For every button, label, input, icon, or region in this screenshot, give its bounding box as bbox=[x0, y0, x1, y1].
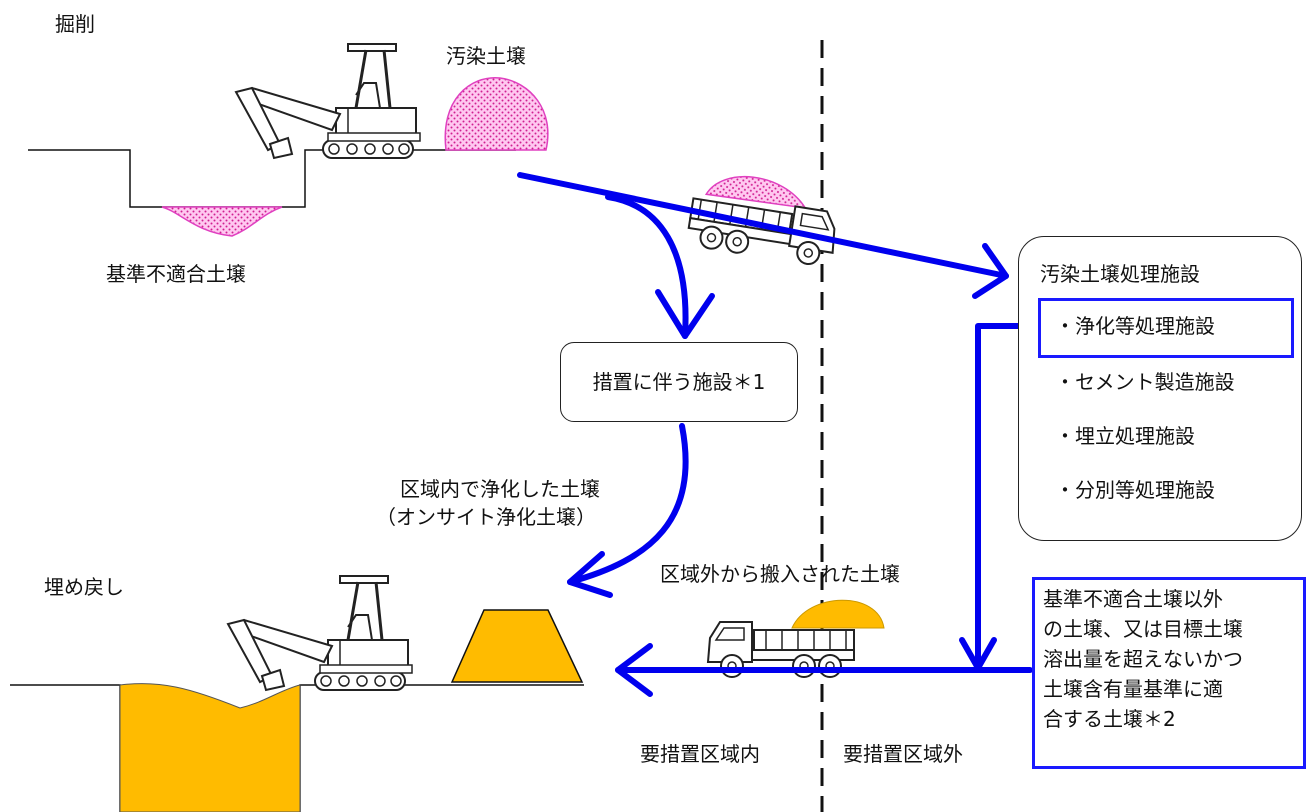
nonconforming-soil-shape bbox=[161, 206, 283, 237]
treatment-facilities-title: 汚染土壌処理施設 bbox=[1040, 262, 1200, 286]
arrow-head-onsite bbox=[567, 551, 613, 598]
dump-truck-icon-incoming bbox=[707, 599, 885, 678]
backfilled-soil-shape bbox=[119, 683, 301, 812]
excavator-icon-backfill bbox=[226, 574, 414, 692]
facility-item-purification: ・浄化等処理施設 bbox=[1055, 314, 1215, 338]
outside-zone-label: 要措置区域外 bbox=[843, 742, 963, 766]
measure-facility-box: 措置に伴う施設＊1 bbox=[560, 342, 798, 422]
note-line: 合する土壌＊2 bbox=[1043, 707, 1176, 731]
inside-zone-label: 要措置区域内 bbox=[640, 742, 760, 766]
note-line: 溶出量を超えないかつ bbox=[1043, 647, 1243, 671]
note-line: 土壌含有量基準に適 bbox=[1043, 677, 1223, 701]
arrow-onsite-purified bbox=[567, 423, 689, 585]
onsite-purified-label-1: 区域内で浄化した土壌 bbox=[400, 477, 600, 501]
note-line: の土壌、又は目標土壌 bbox=[1043, 617, 1243, 641]
contaminated-soil-label: 汚染土壌 bbox=[446, 44, 526, 68]
arrow-to-measure-facility bbox=[605, 194, 689, 339]
excavation-label: 掘削 bbox=[55, 12, 95, 36]
arrow-head-treatment bbox=[972, 243, 1009, 299]
arrow-head-backfill bbox=[615, 643, 653, 697]
treatment-facilities-box bbox=[1018, 236, 1302, 541]
note-line: 基準不適合土壌以外 bbox=[1043, 587, 1223, 611]
nonconforming-soil-label: 基準不適合土壌 bbox=[106, 262, 246, 286]
arrow-to-treatment-facilities bbox=[517, 172, 1009, 279]
arrow-facility-return bbox=[975, 323, 1039, 671]
arrow-head-measure bbox=[655, 289, 715, 339]
onsite-purified-label-2: （オンサイト浄化土壌） bbox=[376, 505, 596, 529]
soil-condition-note: 基準不適合土壌以外 の土壌、又は目標土壌 溶出量を超えないかつ 土壌含有量基準に… bbox=[1032, 577, 1306, 769]
facility-item-sorting: ・分別等処理施設 bbox=[1055, 478, 1215, 502]
clean-soil-pile bbox=[450, 609, 584, 683]
purification-facility-highlight bbox=[1038, 298, 1294, 358]
excavator-icon bbox=[234, 42, 422, 160]
brought-in-soil-label: 区域外から搬入された土壌 bbox=[660, 562, 900, 586]
excavation-ground bbox=[28, 149, 516, 208]
dump-truck-icon bbox=[685, 175, 840, 269]
facility-item-cement: ・セメント製造施設 bbox=[1055, 370, 1235, 394]
measure-facility-label: 措置に伴う施設＊1 bbox=[592, 370, 766, 394]
backfill-label: 埋め戻し bbox=[44, 575, 124, 599]
facility-item-landfill: ・埋立処理施設 bbox=[1055, 424, 1195, 448]
contaminated-soil-pile bbox=[444, 77, 549, 151]
